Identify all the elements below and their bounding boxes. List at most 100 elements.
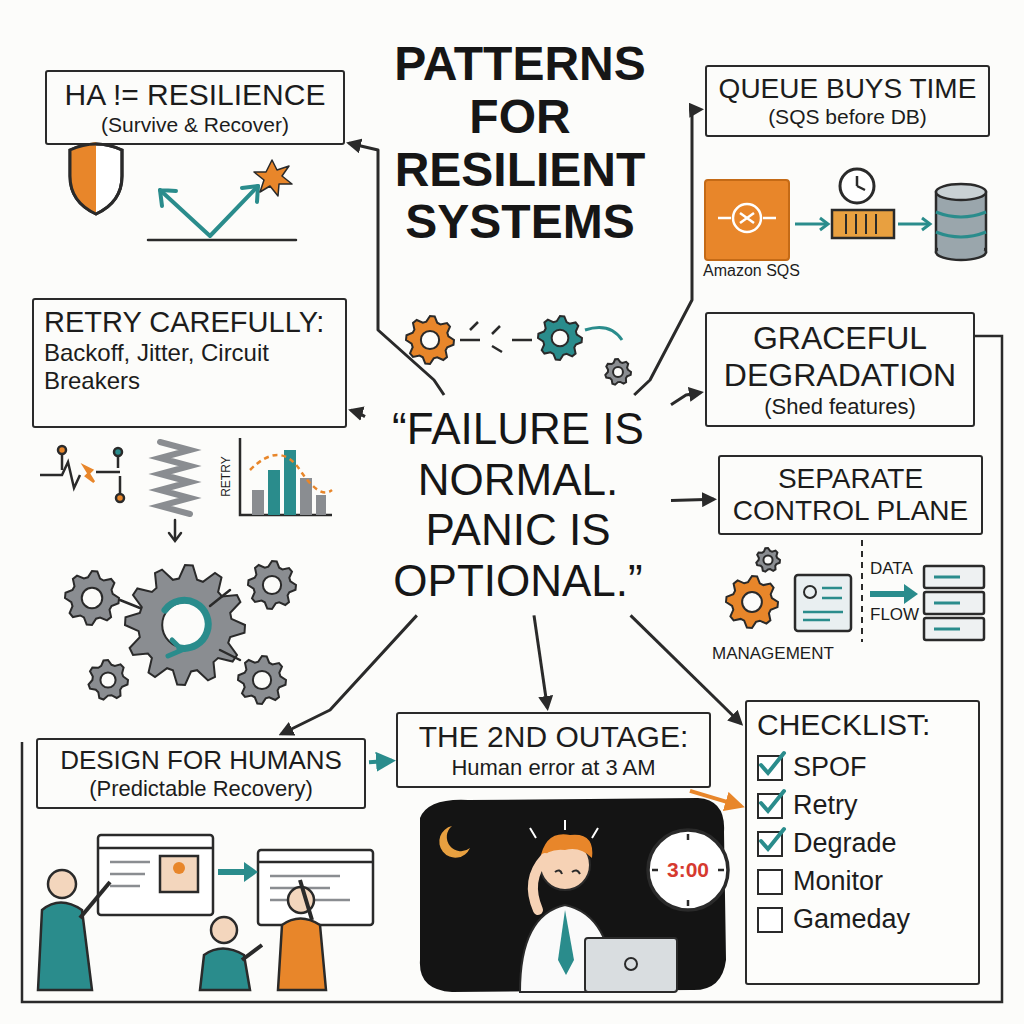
database-icon bbox=[936, 184, 986, 200]
gear-hole bbox=[82, 588, 103, 609]
night-scene bbox=[625, 958, 637, 970]
checkbox bbox=[757, 831, 783, 857]
people bbox=[211, 917, 237, 943]
control-panel-icon bbox=[795, 575, 851, 631]
check-mark bbox=[761, 829, 784, 849]
circuit-breaker-icon bbox=[62, 454, 120, 494]
connector-arrow bbox=[534, 615, 547, 708]
box-body: Human error at 3 AM bbox=[408, 755, 699, 780]
recovery-arrow bbox=[242, 186, 258, 202]
shield-icon bbox=[70, 142, 96, 214]
frame-outline bbox=[22, 336, 1002, 1002]
broken-link bbox=[460, 322, 532, 352]
cycle-arrow bbox=[120, 590, 240, 660]
sqs-icon bbox=[705, 180, 789, 260]
control-panel-icon bbox=[804, 586, 816, 598]
spring-icon bbox=[169, 533, 181, 541]
concept-box: QUEUE BUYS TIME(SQS before DB) bbox=[705, 65, 990, 137]
sqs-icon bbox=[705, 180, 789, 260]
wall-clock bbox=[648, 830, 728, 910]
box-body: (SQS before DB) bbox=[717, 105, 978, 129]
queue-icon bbox=[820, 218, 828, 230]
people bbox=[200, 949, 250, 991]
connector-arrow bbox=[631, 615, 741, 723]
check-mark bbox=[757, 787, 787, 817]
checklist-item: Degrade bbox=[793, 828, 897, 859]
gear-hole bbox=[552, 330, 569, 347]
sqs-icon bbox=[718, 213, 776, 223]
box-body: (Predictable Recovery) bbox=[48, 776, 354, 801]
recovery-arrow bbox=[148, 239, 296, 242]
clock-icon bbox=[857, 176, 865, 190]
spring-icon bbox=[174, 520, 177, 540]
gear bbox=[406, 316, 454, 364]
retry-chart bbox=[268, 470, 280, 515]
queue-icon bbox=[922, 218, 930, 230]
screens bbox=[258, 850, 373, 925]
queue-icon bbox=[898, 223, 928, 226]
plane-divider bbox=[862, 540, 918, 642]
box-body: (Shed features) bbox=[717, 394, 963, 419]
database-icon bbox=[938, 194, 984, 250]
box-heading: QUEUE BUYS TIME bbox=[717, 73, 978, 105]
flow-label: FLOW bbox=[870, 606, 919, 625]
gear bbox=[756, 548, 780, 572]
checklist-item: Monitor bbox=[793, 866, 883, 897]
server-stack bbox=[934, 577, 960, 629]
gear-hole bbox=[253, 671, 271, 689]
circuit-breaker-icon bbox=[40, 446, 124, 502]
spring-icon bbox=[160, 442, 190, 541]
gear bbox=[538, 316, 582, 360]
axis-label: RETRY bbox=[220, 456, 233, 496]
gear-hole bbox=[421, 331, 439, 349]
circuit-breaker-icon bbox=[114, 448, 122, 456]
people bbox=[38, 870, 326, 990]
retry-chart bbox=[240, 438, 332, 515]
box-heading: GRACEFUL DEGRADATION bbox=[717, 320, 963, 394]
checkbox bbox=[757, 907, 783, 933]
people bbox=[278, 919, 326, 991]
clock-time: 3:00 bbox=[660, 858, 716, 881]
gear bbox=[65, 571, 119, 625]
gear-hole bbox=[613, 367, 623, 377]
gear bbox=[605, 359, 631, 385]
check-mark bbox=[761, 791, 784, 811]
box-heading: SEPARATE CONTROL PLANE bbox=[730, 463, 971, 527]
gear bbox=[248, 561, 296, 609]
plane-divider bbox=[861, 540, 863, 642]
recovery-arrow bbox=[160, 190, 176, 206]
service-name: Amazon SQS bbox=[703, 262, 800, 280]
box-body: Backoff, Jitter, Circuit Breakers bbox=[44, 339, 335, 394]
night-scene bbox=[558, 910, 574, 975]
concept-box: HA != RESILIENCE(Survive & Recover) bbox=[45, 70, 345, 145]
queue-icon bbox=[832, 210, 894, 238]
concept-box: DESIGN FOR HUMANS(Predictable Recovery) bbox=[36, 738, 366, 809]
clock-icon bbox=[840, 169, 874, 203]
shield-icon bbox=[70, 144, 122, 214]
wall-clock bbox=[648, 830, 728, 910]
queue-icon bbox=[846, 214, 876, 234]
box-heading: HA != RESILIENCE bbox=[57, 78, 333, 113]
gear bbox=[89, 660, 129, 700]
check-mark bbox=[757, 825, 787, 855]
database-icon bbox=[936, 212, 986, 237]
screens bbox=[98, 835, 373, 925]
frame-outline bbox=[22, 336, 1002, 1002]
checklist-row: Degrade bbox=[757, 825, 968, 863]
connector-arrow bbox=[671, 393, 701, 405]
diagram-title: PATTERNS FOR RESILIENT SYSTEMS bbox=[380, 38, 660, 249]
night-scene bbox=[533, 858, 545, 910]
concept-box: SEPARATE CONTROL PLANE bbox=[718, 455, 983, 535]
connector-arrow bbox=[351, 410, 365, 416]
box-heading: DESIGN FOR HUMANS bbox=[48, 746, 354, 776]
screens bbox=[244, 862, 258, 882]
connector-arrow bbox=[369, 761, 392, 763]
gear bbox=[726, 576, 778, 628]
gear-hole bbox=[100, 672, 115, 687]
screens bbox=[173, 862, 185, 874]
screens bbox=[160, 856, 198, 892]
people bbox=[242, 880, 312, 960]
checklist-box: CHECKLIST:SPOFRetryDegradeMonitorGameday bbox=[745, 700, 980, 985]
checklist-row: Retry bbox=[757, 787, 968, 825]
concept-box: THE 2ND OUTAGE:Human error at 3 AM bbox=[396, 712, 711, 788]
